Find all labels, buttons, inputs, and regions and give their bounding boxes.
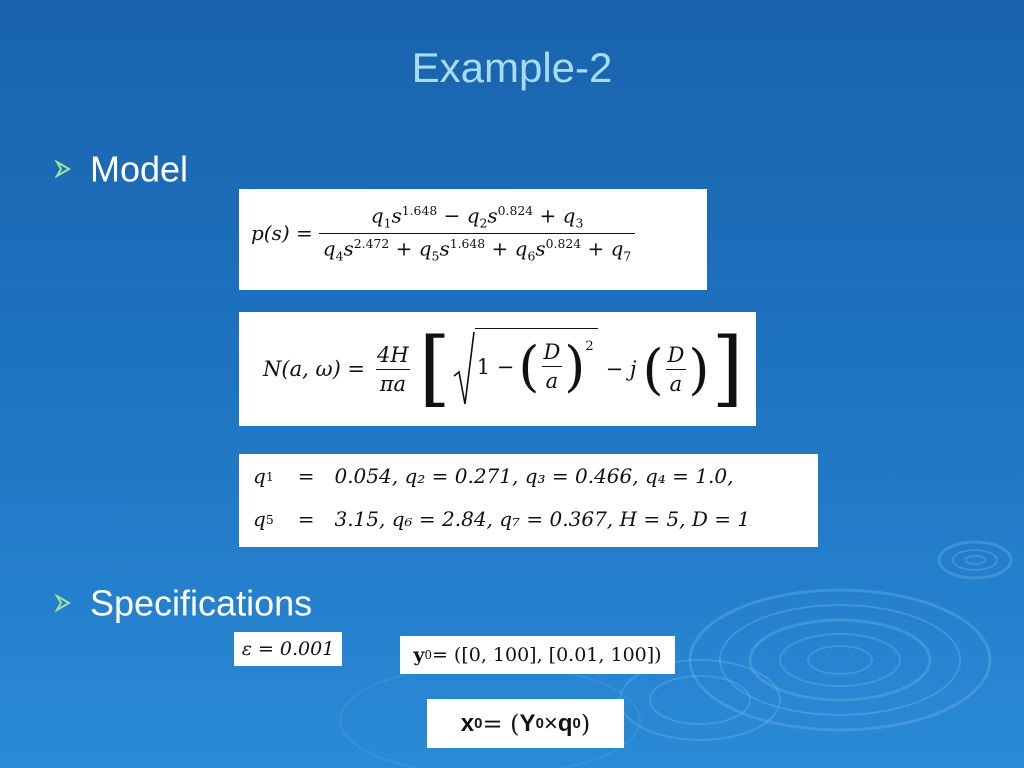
equation-lhs: p(s) = [251, 221, 313, 246]
bullet-model: Model [54, 146, 188, 190]
bullet-specifications: Specifications [54, 580, 312, 624]
coefficient-fraction: 4H πa [375, 342, 411, 396]
slide-title: Example-2 [411, 44, 613, 91]
epsilon-spec: ε = 0.001 [234, 632, 342, 666]
fraction: q1s1.648 − q2s0.824 + q3 q4s2.472 + q5s1… [318, 203, 636, 263]
transfer-function-equation: p(s) = q1s1.648 − q2s0.824 + q3 q4s2.472… [239, 189, 707, 290]
denominator: q4s2.472 + q5s1.648 + q6s0.824 + q7 [318, 232, 636, 263]
equation-lhs: N(a, ω) = [263, 357, 366, 381]
sqrt-sign [453, 331, 475, 405]
arrow-bullet-icon [54, 594, 76, 613]
bullet-label: Specifications [90, 582, 313, 624]
arrow-bullet-icon [54, 160, 76, 179]
left-bracket: [ [418, 321, 451, 416]
bullet-label: Model [90, 148, 189, 190]
right-bracket: ] [711, 321, 744, 416]
numerator: q1s1.648 − q2s0.824 + q3 [370, 203, 584, 231]
